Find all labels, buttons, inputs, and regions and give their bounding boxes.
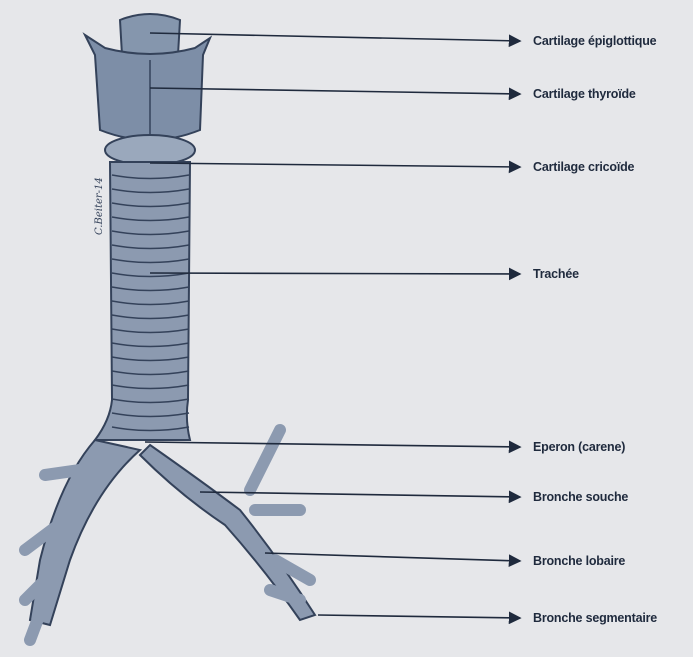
trachea-ring <box>111 258 190 264</box>
trachea-ring <box>111 328 190 334</box>
trachea-ring <box>111 202 190 208</box>
trachea-ring <box>111 426 190 432</box>
label-trachee: Trachée <box>533 267 579 281</box>
trachea-ring <box>111 174 190 180</box>
trachea-ring <box>111 356 190 362</box>
trachea-ring <box>111 412 190 418</box>
trachea-shape <box>93 161 192 441</box>
cricoid-cartilage-shape <box>104 134 196 166</box>
trachea-ring <box>111 230 190 236</box>
label-cartilage-epiglottique: Cartilage épiglottique <box>533 34 657 48</box>
trachea-ring <box>111 188 190 194</box>
trachea-ring <box>111 370 190 376</box>
label-cartilage-thyroide: Cartilage thyroïde <box>533 87 636 101</box>
pointer-arrows <box>144 32 522 625</box>
trachea-ring <box>111 398 190 404</box>
label-bronche-segmentaire: Bronche segmentaire <box>533 611 658 625</box>
right-bronchus-shape <box>138 443 317 622</box>
label-bronche-souche: Bronche souche <box>533 490 629 504</box>
label-bronche-lobaire: Bronche lobaire <box>533 554 626 568</box>
signature: C.Beiter-14 <box>94 177 105 235</box>
label-eperon: Eperon (carene) <box>533 440 626 454</box>
trachea-ring <box>111 244 190 250</box>
trachea-ring <box>111 314 190 320</box>
trachea-ring <box>111 216 190 222</box>
trachea-ring <box>111 384 190 390</box>
thyroid-cartilage-shape <box>82 32 213 141</box>
trachea-ring <box>111 342 190 348</box>
trachea-ring <box>111 286 190 292</box>
label-cartilage-cricoide: Cartilage cricoïde <box>533 160 635 174</box>
trachea-ring <box>111 300 190 306</box>
trachea-ring <box>111 272 190 278</box>
